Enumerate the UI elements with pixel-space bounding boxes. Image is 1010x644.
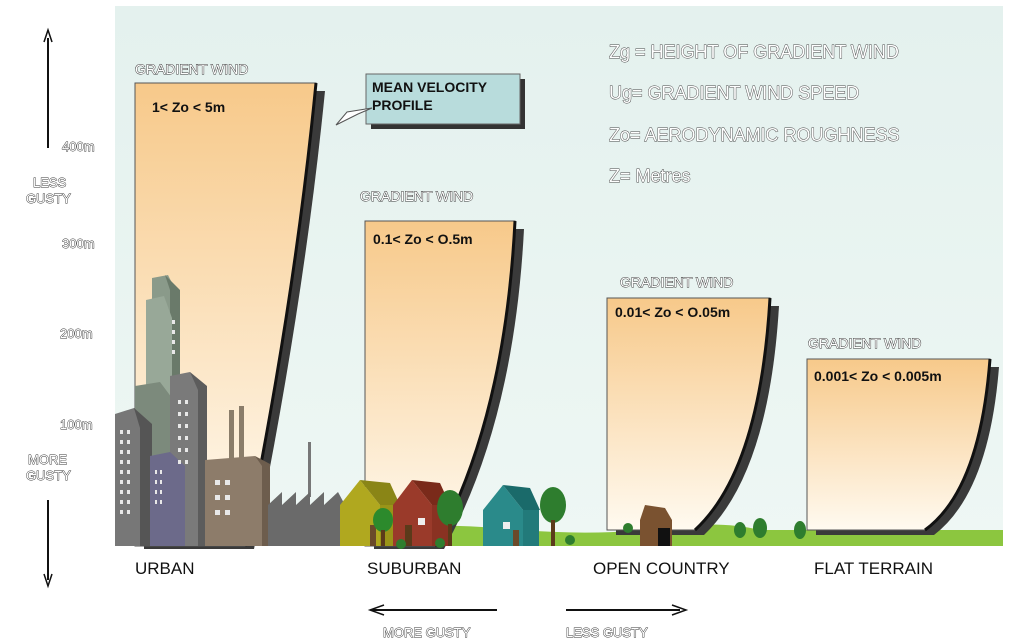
- less-gusty-bottom-label: LESS GUSTY: [566, 625, 648, 640]
- city-buildings-illustration: [115, 275, 345, 546]
- legend-line-1: Zg = HEIGHT OF GRADIENT WIND: [609, 42, 899, 62]
- height-axis: 400m 300m 200m 100m LESS GUSTY MORE GUST…: [26, 27, 95, 589]
- suburban-houses-illustration: [340, 480, 575, 549]
- legend: Zg = HEIGHT OF GRADIENT WIND Ug= GRADIEN…: [609, 42, 900, 187]
- more-gusty-axis-label-1: MORE: [28, 452, 67, 467]
- bottom-gustiness-arrows: MORE GUSTY LESS GUSTY: [367, 604, 689, 640]
- open-country-zo-label: 0.01< Zo < O.05m: [615, 304, 730, 320]
- tick-label-200m: 200m: [60, 326, 93, 341]
- mean-velocity-callout: MEAN VELOCITY PROFILE: [335, 73, 525, 129]
- open-country-illustration: [623, 505, 806, 546]
- flat-terrain-zo-label: 0.001< Zo < 0.005m: [814, 368, 942, 384]
- flat-terrain-gradient-label: GRADIENT WIND: [808, 335, 921, 351]
- terrain-label-urban: URBAN: [135, 559, 195, 578]
- callout-line1: MEAN VELOCITY: [372, 79, 488, 95]
- open-country-gradient-label: GRADIENT WIND: [620, 274, 733, 290]
- suburban-profile: GRADIENT WIND 0.1< Zo < O.5m: [360, 188, 524, 549]
- less-gusty-axis-label-1: LESS: [33, 175, 67, 190]
- more-gusty-axis-label-2: GUSTY: [26, 468, 71, 483]
- legend-line-2: Ug= GRADIENT WIND SPEED: [609, 83, 859, 103]
- open-country-profile: GRADIENT WIND 0.01< Zo < O.05m: [606, 274, 779, 535]
- tick-label-100m: 100m: [60, 417, 93, 432]
- more-gusty-bottom-label: MORE GUSTY: [383, 625, 471, 640]
- terrain-label-suburban: SUBURBAN: [367, 559, 461, 578]
- tick-label-300m: 300m: [62, 236, 95, 251]
- suburban-gradient-label: GRADIENT WIND: [360, 188, 473, 204]
- terrain-label-flat-terrain: FLAT TERRAIN: [814, 559, 933, 578]
- legend-line-4: Z= Metres: [609, 166, 691, 186]
- terrain-label-open-country: OPEN COUNTRY: [593, 559, 730, 578]
- tick-label-400m: 400m: [62, 139, 95, 154]
- suburban-zo-label: 0.1< Zo < O.5m: [373, 231, 473, 247]
- less-gusty-axis-label-2: GUSTY: [26, 191, 71, 206]
- legend-line-3: Zo= AERODYNAMIC ROUGHNESS: [609, 125, 900, 145]
- flat-terrain-profile: GRADIENT WIND 0.001< Zo < 0.005m: [806, 335, 999, 535]
- urban-zo-label: 1< Zo < 5m: [152, 99, 225, 115]
- callout-line2: PROFILE: [372, 97, 433, 113]
- urban-gradient-label: GRADIENT WIND: [135, 61, 248, 77]
